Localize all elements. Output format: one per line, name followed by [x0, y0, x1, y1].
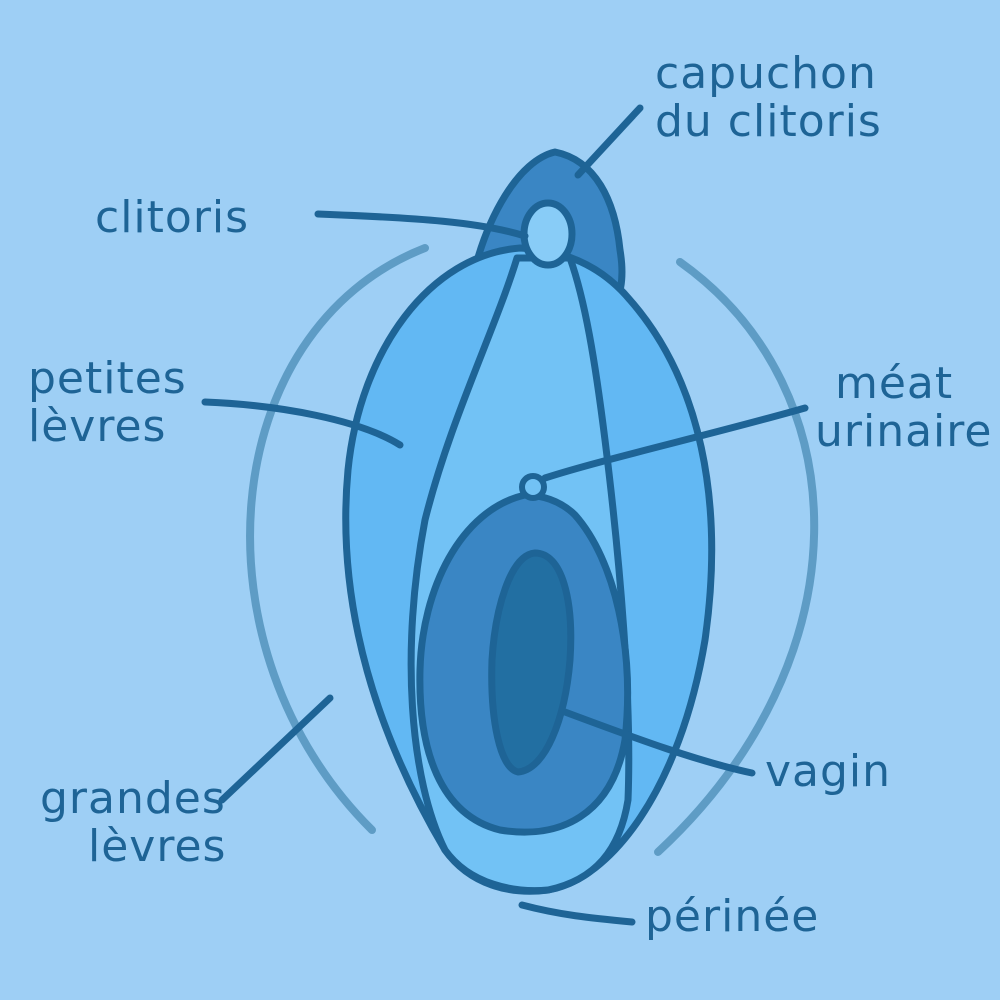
- leader-line-vagin: [561, 708, 756, 777]
- leader-line-clitoris: [314, 210, 529, 240]
- label-petites-levres: petites lèvres: [28, 355, 187, 451]
- label-meat-urinaire: méat urinaire: [815, 360, 992, 456]
- label-capuchon-line-2: du clitoris: [655, 96, 882, 147]
- leader-line-petites-levres: [201, 398, 404, 449]
- label-petites-levres-line-1: petites: [28, 353, 187, 404]
- leader-line-perinee: [518, 901, 636, 926]
- label-grandes-levres: grandes lèvres: [40, 775, 226, 871]
- labia-majora-left-curve: [246, 244, 429, 834]
- label-vagin: vagin: [765, 748, 891, 796]
- urethral-meatus: [519, 473, 547, 501]
- label-meat-urinaire-line-1: méat: [835, 358, 954, 409]
- label-clitoris-line-1: clitoris: [95, 192, 250, 243]
- label-capuchon-du-clitoris: capuchon du clitoris: [655, 50, 882, 146]
- vaginal-opening: [488, 549, 575, 776]
- label-clitoris: clitoris: [95, 194, 249, 242]
- label-capuchon-line-1: capuchon: [655, 48, 877, 99]
- leader-line-grandes-levres: [218, 694, 334, 804]
- clitoris-glans: [520, 199, 576, 269]
- label-grandes-levres-line-2: lèvres: [88, 821, 227, 872]
- label-perinee-line-1: périnée: [645, 891, 820, 942]
- label-petites-levres-line-2: lèvres: [28, 401, 167, 452]
- label-meat-urinaire-line-2: urinaire: [815, 406, 993, 457]
- label-grandes-levres-line-1: grandes: [40, 773, 226, 824]
- leader-line-capuchon: [574, 104, 644, 179]
- label-vagin-line-1: vagin: [765, 746, 892, 797]
- label-perinee: périnée: [645, 893, 819, 941]
- leader-line-meat-urinaire: [541, 404, 809, 482]
